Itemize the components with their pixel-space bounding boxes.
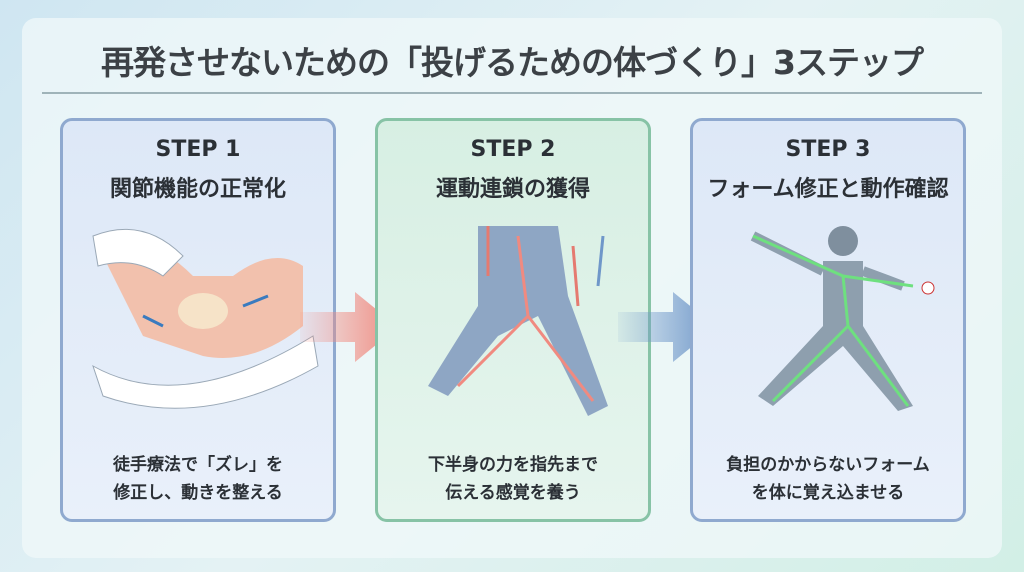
desc-line-2: を体に覚え込ませる	[751, 483, 905, 503]
desc-line-2: 修正し、動きを整える	[113, 483, 283, 503]
step-number: STEP 1	[155, 137, 241, 162]
step-number: STEP 2	[470, 137, 556, 162]
step-number: STEP 3	[785, 137, 871, 162]
step-card-2: STEP 2 運動連鎖の獲得 下半身の力を指先まで 伝える感覚を養う	[375, 118, 651, 522]
arrow-right-icon	[300, 292, 398, 362]
step-description: 負担のかからないフォーム を体に覚え込ませる	[693, 451, 963, 507]
step-heading: 運動連鎖の獲得	[435, 177, 590, 202]
desc-line-2: 伝える感覚を養う	[445, 483, 581, 503]
title-divider	[42, 92, 982, 94]
step-description: 下半身の力を指先まで 伝える感覚を養う	[378, 451, 648, 507]
kinetic-chain-illustration	[428, 226, 608, 416]
step-card-1: STEP 1 関節機能の正常化 徒手療法で「ズレ」を 修正し、動きを整える	[60, 118, 336, 522]
desc-line-1: 下半身の力を指先まで	[428, 455, 598, 475]
step-description: 徒手療法で「ズレ」を 修正し、動きを整える	[63, 451, 333, 507]
desc-line-1: 負担のかからないフォーム	[726, 455, 930, 475]
step-card-3: STEP 3 フォーム修正と動作確認 負担のかからないフォーム を体に覚え込ませ…	[690, 118, 966, 522]
page-title: 再発させないための「投げるための体づくり」3ステップ	[101, 43, 924, 82]
desc-line-1: 徒手療法で「ズレ」を	[113, 455, 283, 475]
step-heading: フォーム修正と動作確認	[707, 177, 949, 202]
step-heading: 関節機能の正常化	[109, 177, 286, 202]
joint-manipulation-illustration	[92, 228, 319, 409]
pitcher-form-illustration	[750, 226, 935, 411]
